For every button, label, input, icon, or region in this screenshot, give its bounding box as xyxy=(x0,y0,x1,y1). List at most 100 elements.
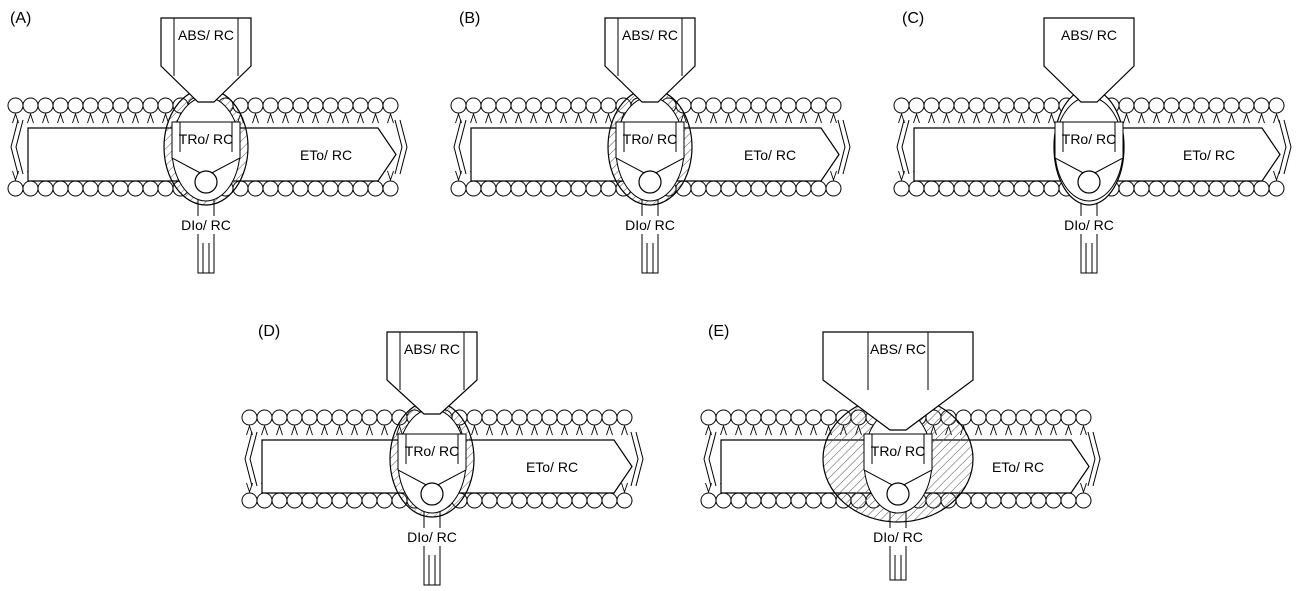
lipid-head-bottom xyxy=(821,493,836,508)
lipid-head-top xyxy=(811,98,826,113)
lipid-head-bottom xyxy=(1001,493,1016,508)
left-chevron xyxy=(704,432,711,486)
dissipation-tube xyxy=(642,198,658,273)
panel-label-d: (D) xyxy=(258,323,280,341)
lipid-tail-top xyxy=(786,114,792,123)
lipid-tail-top xyxy=(561,114,567,123)
lipid-head-top xyxy=(1194,98,1209,113)
right-chevron xyxy=(636,432,643,486)
lipid-head-top xyxy=(257,410,272,425)
eto-rc-label: ETo/ RC xyxy=(526,459,578,475)
lipid-head-top xyxy=(986,410,1001,425)
lipid-head-top xyxy=(83,98,98,113)
lipid-head-top xyxy=(587,410,602,425)
lipid-head-top xyxy=(954,98,969,113)
lipid-tail-top xyxy=(1081,426,1087,435)
lipid-head-top xyxy=(766,98,781,113)
panel-label-c: (C) xyxy=(902,10,924,28)
lipid-tail-top xyxy=(388,114,394,123)
panel-e: ABS/ RCTRo/ RCETo/ RCDIo/ RC xyxy=(701,332,1100,580)
lipid-head-bottom xyxy=(1014,181,1029,196)
panel-c: ABS/ RCTRo/ RCETo/ RCDIo/ RC xyxy=(894,18,1291,273)
lipid-head-top xyxy=(128,98,143,113)
lipid-head-bottom xyxy=(128,181,143,196)
lipid-tail-top xyxy=(562,426,568,435)
lipid-head-bottom xyxy=(466,181,481,196)
lipid-head-top xyxy=(1031,410,1046,425)
lipid-head-bottom xyxy=(53,181,68,196)
lipid-tail-bottom xyxy=(1081,483,1087,492)
lipid-head-top xyxy=(466,98,481,113)
lipid-tail-top xyxy=(58,114,64,123)
lipid-head-top xyxy=(53,98,68,113)
lipid-tail-top xyxy=(283,114,289,123)
lipid-head-bottom xyxy=(811,181,826,196)
abs-rc-label: ABS/ RC xyxy=(1061,27,1117,43)
lipid-head-top xyxy=(113,98,128,113)
lipid-head-bottom xyxy=(746,493,761,508)
lipid-tail-top xyxy=(591,114,597,123)
lipid-head-top xyxy=(1149,98,1164,113)
lipid-head-bottom xyxy=(986,493,1001,508)
lipid-head-bottom xyxy=(1149,181,1164,196)
lipid-tail-bottom xyxy=(622,483,628,492)
lipid-head-bottom xyxy=(826,181,841,196)
lipid-head-top xyxy=(601,98,616,113)
lipid-head-top xyxy=(781,98,796,113)
right-chevron-inner xyxy=(395,120,402,174)
lipid-head-bottom xyxy=(557,493,572,508)
lipid-head-bottom xyxy=(83,181,98,196)
lipid-tail-top xyxy=(796,426,802,435)
lipid-head-bottom xyxy=(984,181,999,196)
lipid-tail-top xyxy=(103,114,109,123)
lipid-head-bottom xyxy=(143,181,158,196)
lipid-tail-top xyxy=(736,426,742,435)
lipid-head-top xyxy=(731,410,746,425)
lipid-tail-bottom xyxy=(388,171,394,180)
lipid-tail-top xyxy=(696,114,702,123)
lipid-head-bottom xyxy=(701,493,716,508)
lipid-head-bottom xyxy=(526,181,541,196)
lipid-head-top xyxy=(527,410,542,425)
right-chevron-inner xyxy=(838,120,845,174)
lipid-head-bottom xyxy=(248,181,263,196)
lipid-head-bottom xyxy=(113,181,128,196)
lipid-tail-top xyxy=(337,426,343,435)
lipid-tail-top xyxy=(73,114,79,123)
lipid-head-top xyxy=(541,98,556,113)
lipid-head-bottom xyxy=(511,181,526,196)
lipid-head-top xyxy=(338,98,353,113)
lipid-tail-top xyxy=(989,114,995,123)
lipid-tail-top xyxy=(1199,114,1205,123)
lipid-head-bottom xyxy=(1029,181,1044,196)
lipid-head-bottom xyxy=(806,493,821,508)
left-chevron xyxy=(11,120,18,174)
lipid-tail-top xyxy=(133,114,139,123)
lipid-head-bottom xyxy=(766,181,781,196)
panel-b: ABS/ RCTRo/ RCETo/ RCDIo/ RC xyxy=(451,18,850,273)
lipid-head-top xyxy=(143,98,158,113)
lipid-tail-top xyxy=(292,426,298,435)
lipid-tail-top xyxy=(711,114,717,123)
lipid-head-bottom xyxy=(467,493,482,508)
lipid-head-bottom xyxy=(751,181,766,196)
lipid-head-bottom xyxy=(362,493,377,508)
lipid-tail-top xyxy=(811,426,817,435)
lipid-head-bottom xyxy=(706,181,721,196)
lipid-head-bottom xyxy=(731,493,746,508)
lipid-head-top xyxy=(287,410,302,425)
panel-d: ABS/ RCTRo/ RCETo/ RCDIo/ RC xyxy=(242,332,643,585)
lipid-head-top xyxy=(38,98,53,113)
lipid-tail-top xyxy=(1049,114,1055,123)
lipid-tail-top xyxy=(1259,114,1265,123)
lipid-tail-top xyxy=(801,114,807,123)
lipid-head-bottom xyxy=(482,493,497,508)
lipid-head-bottom xyxy=(242,493,257,508)
lipid-head-top xyxy=(512,410,527,425)
lipid-head-bottom xyxy=(1224,181,1239,196)
lipid-tail-top xyxy=(502,426,508,435)
lipid-head-top xyxy=(542,410,557,425)
lipid-head-top xyxy=(481,98,496,113)
